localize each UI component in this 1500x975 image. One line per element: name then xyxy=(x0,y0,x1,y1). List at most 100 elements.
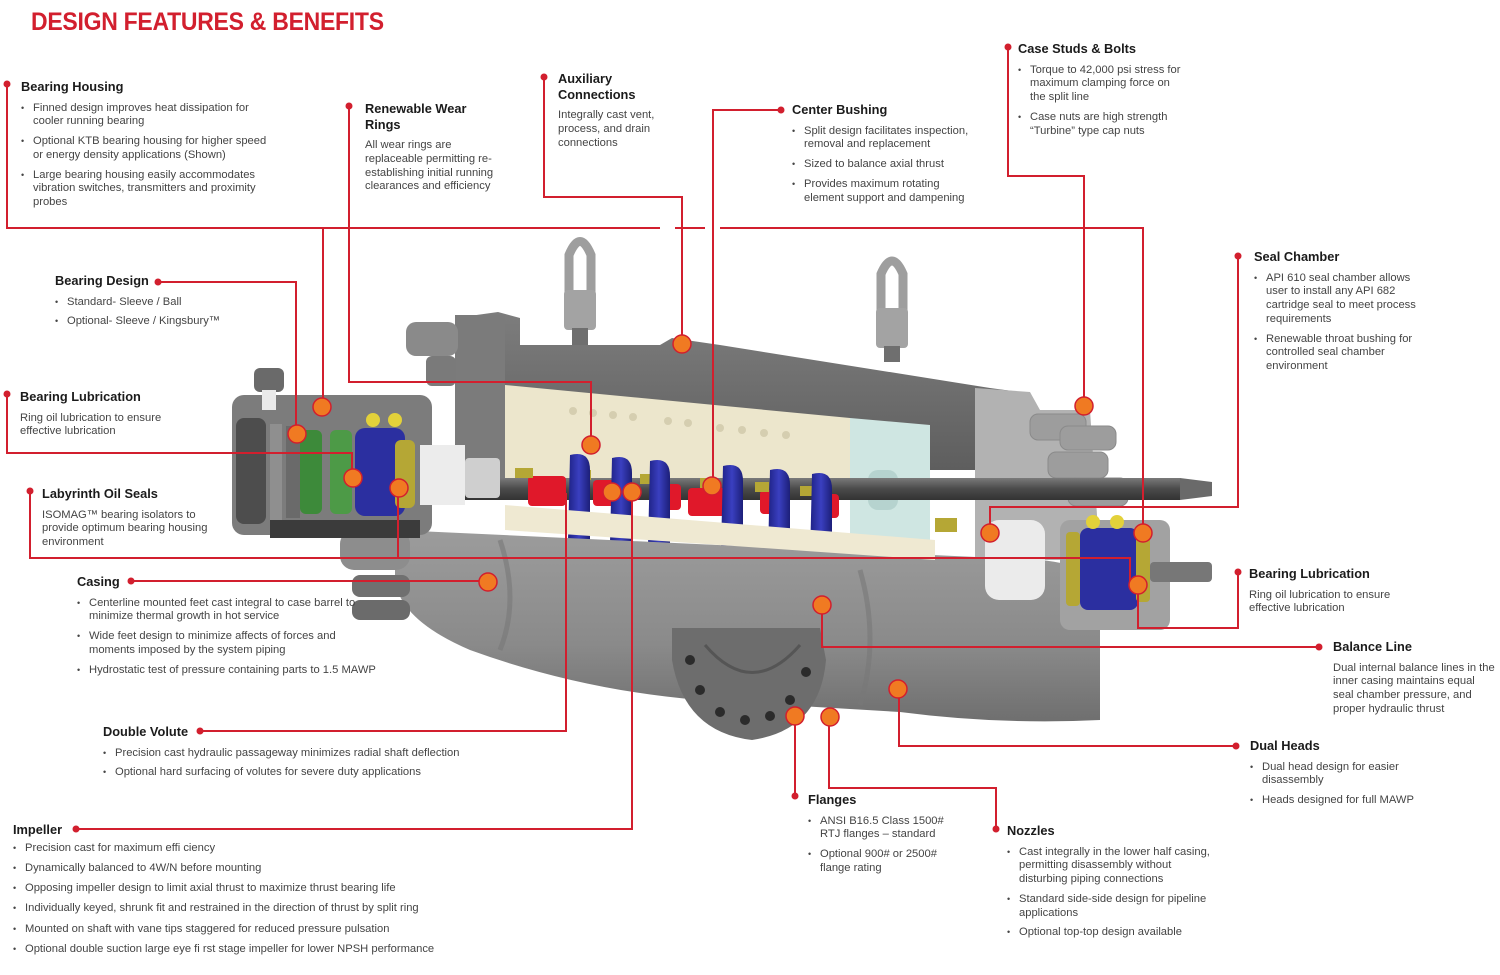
leader-seal-chamber xyxy=(989,256,1239,533)
leader-case-studs xyxy=(1007,47,1085,405)
callout-title: Balance Line xyxy=(1333,639,1412,654)
list-item: Finned design improves heat dissipation … xyxy=(21,102,271,130)
marker-bearing-lubrication-right-top xyxy=(1133,523,1153,543)
marker-impeller xyxy=(622,482,642,502)
list-item: Large bearing housing easily accommodate… xyxy=(21,169,271,210)
marker-bearing-lubrication-left xyxy=(343,468,363,488)
callout-text: Ring oil lubrication to ensure effective… xyxy=(1249,588,1391,615)
list-item: ANSI B16.5 Class 1500# RTJ flanges – sta… xyxy=(808,815,958,843)
list-item: Split design facilitates inspection, rem… xyxy=(792,125,982,153)
right-bearing-housing xyxy=(985,515,1212,630)
marker-renewable-wear-rings xyxy=(581,435,601,455)
list-item: Dual head design for easier disassembly xyxy=(1250,761,1430,789)
list-item: Optional hard surfacing of volutes for s… xyxy=(103,766,463,780)
callout-nozzles: Nozzles Cast integrally in the lower hal… xyxy=(1007,823,1217,946)
callout-renewable-wear-rings: Renewable Wear Rings All wear rings are … xyxy=(365,101,500,194)
callout-bearing-housing: Bearing Housing Finned design improves h… xyxy=(21,79,271,216)
list-item: Standard side-side design for pipeline a… xyxy=(1007,893,1217,921)
marker-casing xyxy=(478,572,498,592)
list-item: Precision cast for maximum effi ciency xyxy=(13,842,453,856)
list-item: Sized to balance axial thrust xyxy=(792,158,982,172)
leader-lines xyxy=(6,47,1319,830)
marker-seal-chamber xyxy=(980,523,1000,543)
label-dots xyxy=(3,43,1323,833)
callout-title: Bearing Design xyxy=(55,273,149,288)
list-item: Individually keyed, shrunk fit and restr… xyxy=(13,902,453,916)
lifting-eye-left xyxy=(564,237,596,346)
list-item: API 610 seal chamber allows user to inst… xyxy=(1254,272,1429,327)
page-title: DESIGN FEATURES & BENEFITS xyxy=(31,8,384,36)
marker-bearing-lubrication-right xyxy=(1128,575,1148,595)
callout-title: Auxiliary Connections xyxy=(558,71,636,102)
list-item: Hydrostatic test of pressure containing … xyxy=(77,664,377,678)
callout-title: Impeller xyxy=(13,822,63,837)
lifting-eye-right xyxy=(876,256,908,362)
callout-bearing-design: Bearing Design Standard- Sleeve / Ball O… xyxy=(55,273,235,335)
leader-double-volute xyxy=(200,493,567,732)
callout-title: Center Bushing xyxy=(792,102,888,117)
list-item: Optional top-top design available xyxy=(1007,926,1217,940)
callout-title: Dual Heads xyxy=(1250,738,1320,753)
callout-text: Integrally cast vent, process, and drain… xyxy=(558,109,655,149)
callout-title: Double Volute xyxy=(103,724,189,739)
callout-text: Dual internal balance lines in the inner… xyxy=(1333,661,1495,715)
callout-text: Ring oil lubrication to ensure effective… xyxy=(20,411,162,438)
list-item: Wide feet design to minimize affects of … xyxy=(77,630,377,658)
list-item: Optional KTB bearing housing for higher … xyxy=(21,135,271,163)
callout-title: Case Studs & Bolts xyxy=(1018,41,1137,56)
list-item: Optional- Sleeve / Kingsbury™ xyxy=(55,315,235,329)
callout-text: All wear rings are replaceable permittin… xyxy=(365,139,494,193)
marker-case-studs xyxy=(1074,396,1094,416)
list-item: Dynamically balanced to 4W/N before moun… xyxy=(13,862,453,876)
list-item: Renewable throat bushing for controlled … xyxy=(1254,333,1429,374)
callout-title: Nozzles xyxy=(1007,823,1055,838)
callout-title: Renewable Wear Rings xyxy=(365,101,467,132)
leader-dual-heads xyxy=(898,689,1236,747)
callout-title: Bearing Lubrication xyxy=(1249,566,1370,581)
list-item: Precision cast hydraulic passageway mini… xyxy=(103,747,463,761)
callout-bearing-lubrication-left: Bearing Lubrication Ring oil lubrication… xyxy=(20,389,170,439)
callout-dual-heads: Dual Heads Dual head design for easier d… xyxy=(1250,738,1430,814)
callout-title: Bearing Lubrication xyxy=(20,389,141,404)
list-item: Torque to 42,000 psi stress for maximum … xyxy=(1018,64,1183,105)
nozzle-flange xyxy=(672,628,826,740)
leader-bearing-lube-right-top xyxy=(7,227,1144,532)
list-item: Standard- Sleeve / Ball xyxy=(55,296,235,310)
callout-text: ISOMAG™ bearing isolators to provide opt… xyxy=(42,508,208,549)
callout-title: Flanges xyxy=(808,792,857,807)
impeller-sleeves xyxy=(528,476,839,518)
callout-case-studs-bolts: Case Studs & Bolts Torque to 42,000 psi … xyxy=(1018,41,1183,144)
callout-casing: Casing Centerline mounted feet cast inte… xyxy=(77,574,377,683)
callout-labyrinth-oil-seals: Labyrinth Oil Seals ISOMAG™ bearing isol… xyxy=(42,486,217,550)
leader-nozzles xyxy=(828,717,997,829)
callout-title: Bearing Housing xyxy=(21,79,124,94)
list-item: Mounted on shaft with vane tips staggere… xyxy=(13,923,453,937)
marker-double-volute xyxy=(602,482,622,502)
leader-labyrinth-oil-seals xyxy=(29,489,1131,586)
marker-center-bushing xyxy=(702,476,722,496)
marker-labyrinth-oil-seals xyxy=(389,478,409,498)
leader-balance-line xyxy=(821,606,1319,648)
leader-impeller xyxy=(76,493,633,830)
pump-illustration xyxy=(232,237,1212,740)
lower-casing xyxy=(395,530,1100,722)
callout-impeller: Impeller Precision cast for maximum effi… xyxy=(13,822,453,963)
list-item: Cast integrally in the lower half casing… xyxy=(1007,846,1217,887)
callout-balance-line: Balance Line Dual internal balance lines… xyxy=(1333,639,1498,717)
marker-balance-line xyxy=(812,595,832,615)
list-item: Centerline mounted feet cast integral to… xyxy=(77,597,377,625)
marker-bearing-housing xyxy=(312,397,332,417)
leader-bearing-design xyxy=(158,281,297,434)
callout-flanges: Flanges ANSI B16.5 Class 1500# RTJ flang… xyxy=(808,792,958,882)
callout-seal-chamber: Seal Chamber API 610 seal chamber allows… xyxy=(1254,249,1429,380)
leader-center-bushing xyxy=(712,109,781,485)
leader-auxiliary-connections xyxy=(543,77,683,343)
callout-bearing-lubrication-right: Bearing Lubrication Ring oil lubrication… xyxy=(1249,566,1399,616)
marker-flanges xyxy=(785,706,805,726)
list-item: Optional 900# or 2500# flange rating xyxy=(808,848,958,876)
list-item: Opposing impeller design to limit axial … xyxy=(13,882,453,896)
callout-title: Labyrinth Oil Seals xyxy=(42,486,158,501)
callout-double-volute: Double Volute Precision cast hydraulic p… xyxy=(103,724,463,786)
list-item: Heads designed for full MAWP xyxy=(1250,794,1430,808)
